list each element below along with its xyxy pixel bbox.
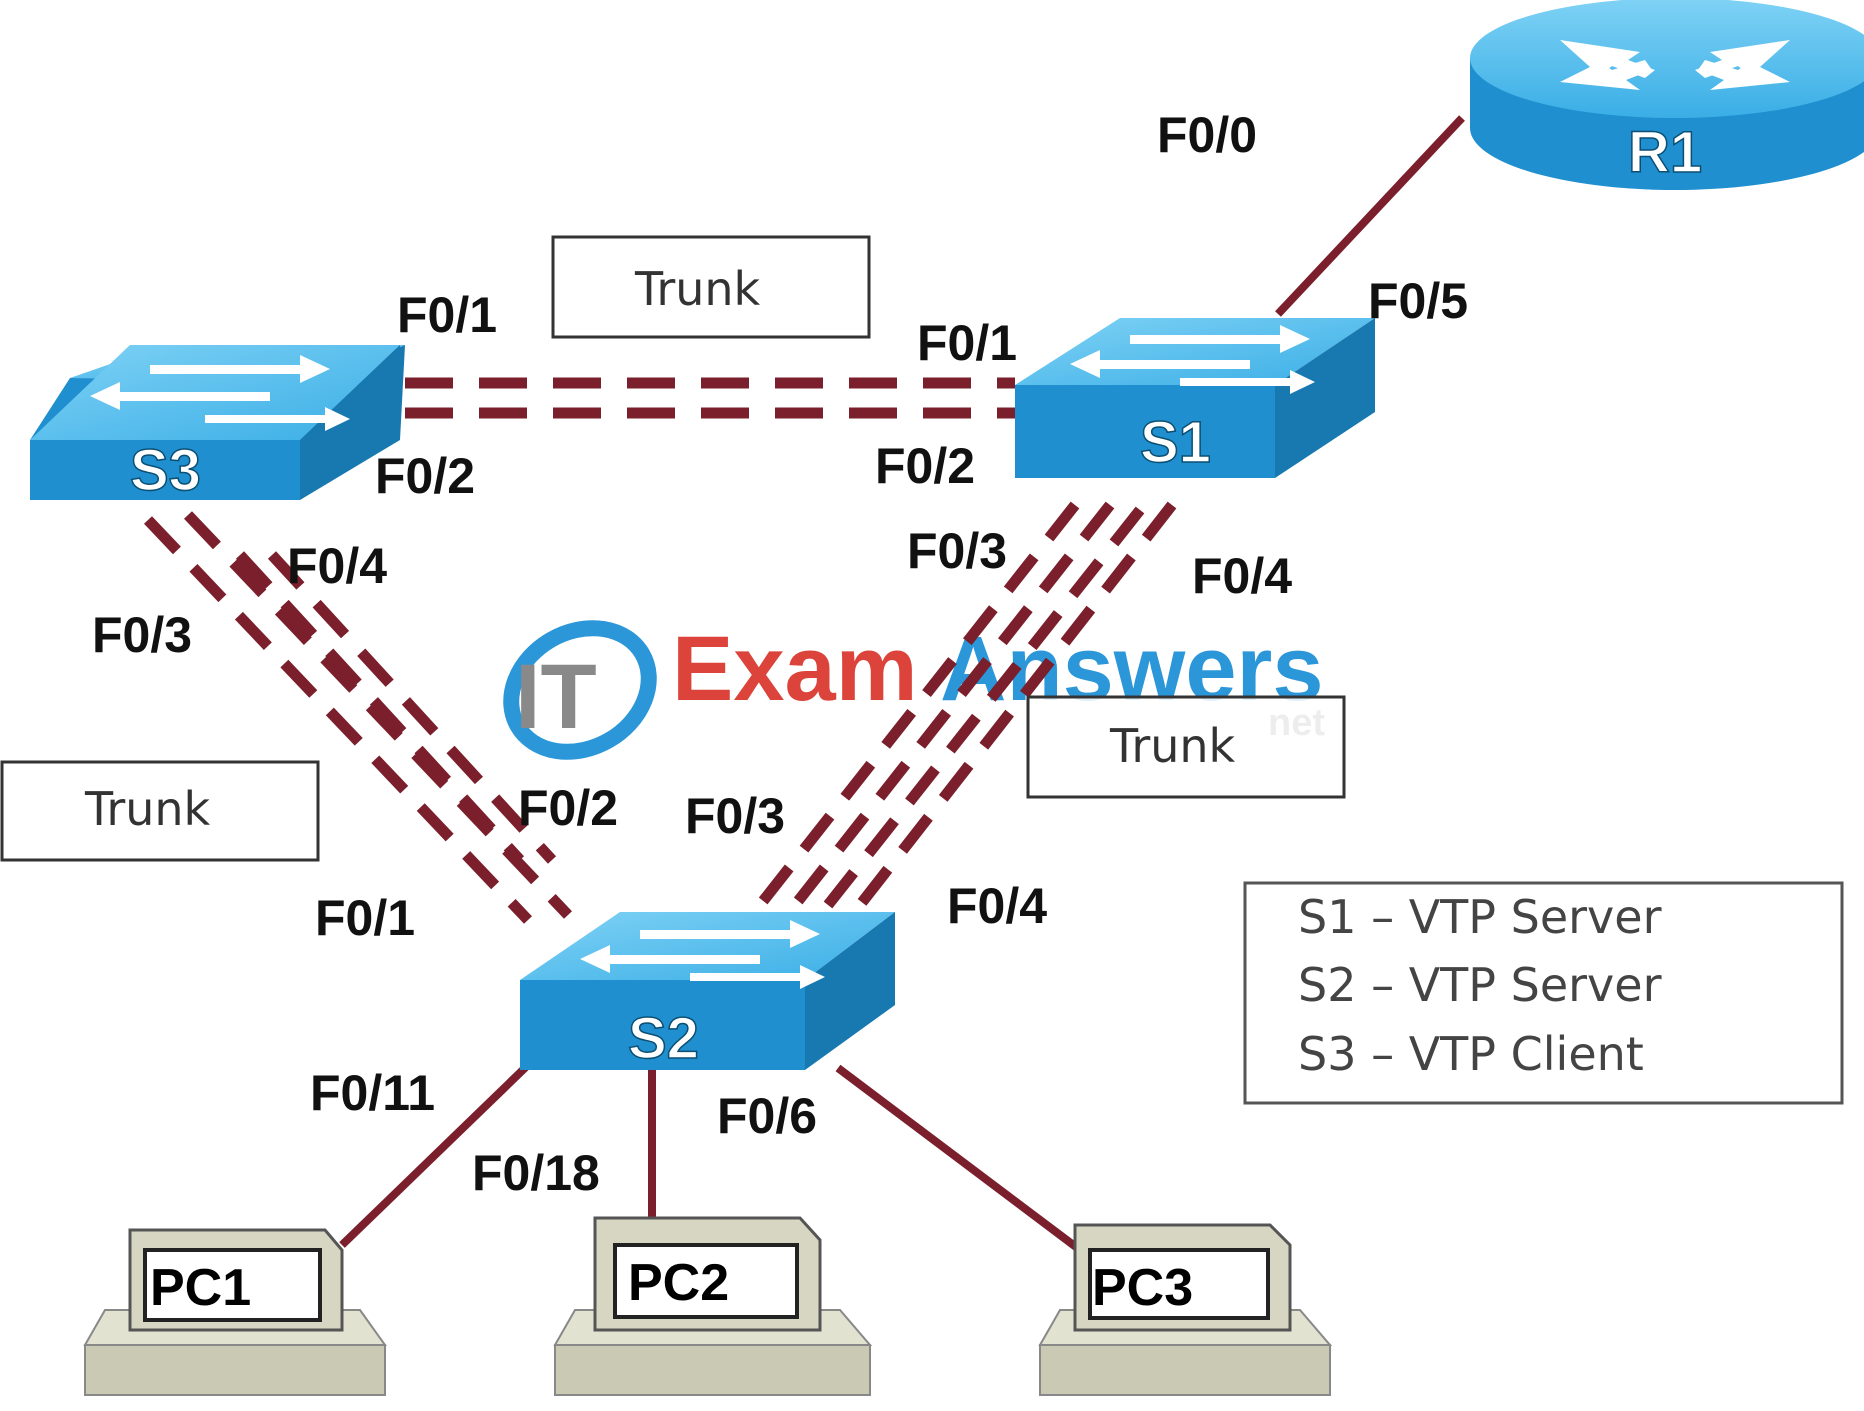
port-s1-f0-2: F0/2 [875, 438, 975, 494]
links [144, 115, 1465, 1254]
switch-s1[interactable]: S1 [1015, 318, 1375, 478]
port-s2-f0-3: F0/3 [685, 788, 785, 844]
switch-side-face [805, 912, 895, 1070]
trunk-label-s3-s1: Trunk [634, 262, 761, 316]
pc-screen [1088, 1248, 1270, 1320]
port-labels: F0/0 F0/5 F0/1 F0/1 F0/2 F0/2 F0/4 F0/3 … [92, 107, 1468, 1201]
pc-pc2[interactable]: PC2 [553, 1216, 873, 1396]
pc-keyboard [84, 1344, 386, 1396]
legend-box: S1 – VTP Server S2 – VTP Server S3 – VTP… [1243, 881, 1844, 1105]
link-s2-pc1 [339, 1062, 531, 1248]
port-s3-f0-3: F0/3 [92, 607, 192, 663]
router-r1-label: R1 [1628, 120, 1702, 185]
port-s2-f0-1: F0/1 [315, 890, 415, 946]
legend-item: S2 – VTP Server [1298, 958, 1662, 1012]
port-s2-f0-11: F0/11 [310, 1065, 435, 1121]
watermark-logo-ring-icon [503, 620, 657, 760]
switch-front-face [30, 440, 300, 500]
switch-side-face [300, 345, 400, 500]
switch-s1-label: S1 [1140, 410, 1211, 475]
port-s3-f0-1: F0/1 [397, 287, 497, 343]
pc1-label: PC1 [150, 1259, 251, 1317]
router-arrows-icon [1560, 40, 1790, 90]
port-s1-f0-5: F0/5 [1368, 273, 1468, 329]
switch-arrows-icon [580, 920, 825, 989]
switch-s2[interactable]: S2 [520, 912, 895, 1072]
port-s2-f0-6: F0/6 [717, 1088, 817, 1144]
link-s1-s2 [755, 501, 1177, 909]
trunk-label-s1-s2: Trunk [1109, 719, 1236, 773]
port-s2-f0-4: F0/4 [947, 878, 1047, 934]
link-s3-s2 [144, 511, 572, 924]
router-r1[interactable]: R1 [1470, 0, 1864, 190]
trunk-label-s3-s2: Trunk [84, 782, 211, 836]
switch-side-face [1275, 318, 1375, 478]
pc2-label: PC2 [628, 1254, 729, 1312]
switch-front-face [1015, 385, 1275, 478]
pc-pc1[interactable]: PC1 [83, 1228, 387, 1396]
port-s2-f0-2: F0/2 [518, 780, 618, 836]
trunk-box-s1-s2: Trunk [1026, 695, 1346, 799]
pc-keyboard [1039, 1344, 1331, 1396]
legend-item: S1 – VTP Server [1298, 890, 1662, 944]
watermark-logo-text: IT [515, 646, 597, 748]
port-s2-f0-18: F0/18 [472, 1145, 600, 1201]
port-s3-f0-4: F0/4 [287, 538, 387, 594]
legend-item: S3 – VTP Client [1298, 1027, 1644, 1081]
port-r1-f0-0: F0/0 [1157, 107, 1257, 163]
port-s1-f0-4: F0/4 [1192, 548, 1292, 604]
router-top [1470, 0, 1864, 118]
pc-screen [143, 1248, 322, 1322]
link-s3-s1 [405, 377, 1015, 419]
switch-arrows-icon [90, 355, 350, 431]
pc-pc3[interactable]: PC3 [1038, 1223, 1333, 1396]
watermark-brand-exam: Exam [672, 618, 918, 720]
pc-keyboard [554, 1344, 871, 1396]
switch-s3[interactable]: S3 [30, 345, 405, 504]
port-s1-f0-1: F0/1 [917, 315, 1017, 371]
port-s3-f0-2: F0/2 [375, 448, 475, 504]
trunk-box-s3-s1: Trunk [551, 235, 871, 339]
link-s2-pc3 [835, 1064, 1083, 1254]
link-r1-s1 [1275, 115, 1465, 317]
switch-s2-label: S2 [628, 1006, 699, 1071]
pc-screen [613, 1243, 799, 1319]
switch-s3-label: S3 [130, 438, 201, 503]
pc3-label: PC3 [1092, 1259, 1193, 1317]
trunk-box-s3-s2: Trunk [0, 760, 320, 862]
switch-arrows-icon [1070, 325, 1315, 394]
switch-front-face [520, 980, 805, 1070]
port-s1-f0-3: F0/3 [907, 523, 1007, 579]
